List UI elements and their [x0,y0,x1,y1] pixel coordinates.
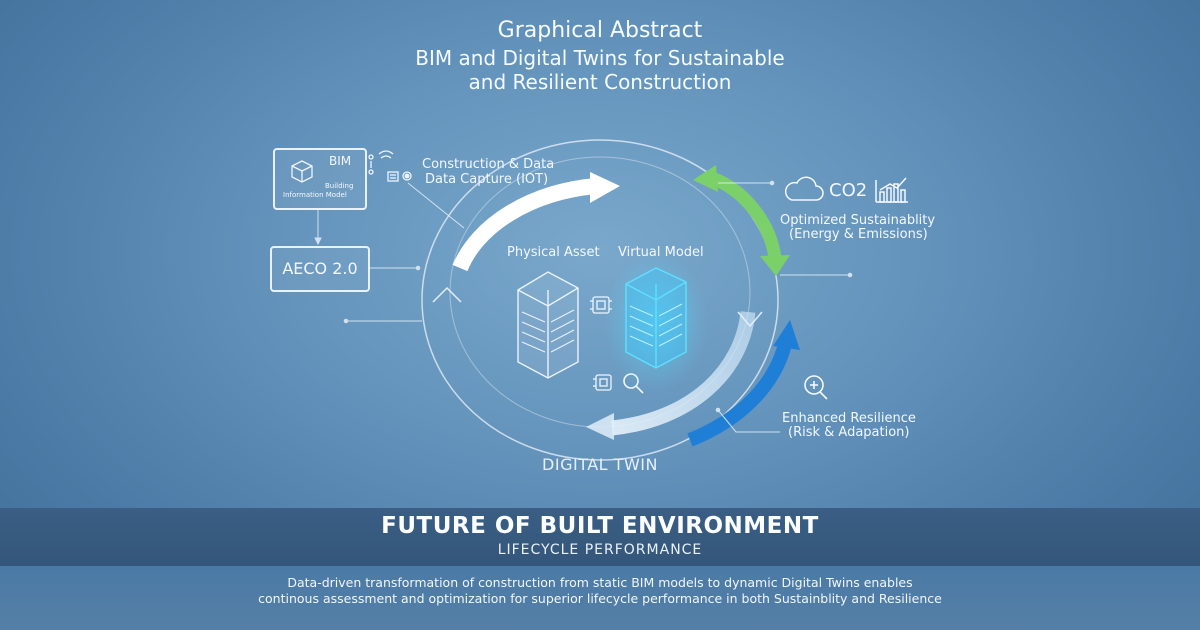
resilience-label-line1: Enhanced Resilience [782,411,916,426]
sustainability-connector-dot [769,180,775,186]
bim-subtitle-line1: Building [325,182,354,190]
abstract-subtitle-line2: and Resilient Construction [468,70,732,94]
ring-chevron-right [737,311,763,328]
blue-cycle-arrow [687,320,800,447]
cloud-icon [784,176,824,201]
ring-chevron-left [432,286,462,303]
co2-label: CO2 [829,180,868,201]
capture-label-line1: Construction & Data [422,157,555,172]
resilience-connector [717,409,780,433]
footer-caption-line1: Data-driven transformation of constructi… [287,575,913,590]
virtual-model-building-icon [625,267,687,369]
aeco-box: AECO 2.0 [270,246,370,292]
resilience-label-line2: (Risk & Adapation) [788,425,910,440]
sustainability-label-line1: Optimized Sustainablity [780,213,936,228]
bim-to-aeco-arrowhead [314,237,322,246]
physical-asset-building-icon [517,271,579,379]
resilience-connector-dot [715,407,721,413]
resilience-search-icon [804,375,828,400]
building-icon [291,160,313,183]
aeco-connector-dot [415,265,421,271]
left-ring-connector-dot [343,318,349,324]
physical-asset-label: Physical Asset [507,245,600,260]
capture-label-line2: Data Capture (IOT) [425,172,549,187]
bim-title: BIM [329,154,352,168]
abstract-title: Graphical Abstract [497,18,703,43]
footer-caption-band [0,566,1200,630]
footer-heading-band [0,508,1200,566]
white-cycle-arrow [452,172,620,272]
chip-icon-lower [593,374,612,391]
outer-cycle-ring [421,139,779,461]
virtual-model-label: Virtual Model [618,245,704,260]
capture-connector-line [407,182,465,229]
sustainability-label-line2: (Energy & Emissions) [789,227,928,242]
footer-caption-line2: continous assessment and optimization fo… [258,591,942,606]
bar-chart-icon [875,177,908,203]
bim-subtitle-line2: Information Model [283,191,347,199]
bim-box: BIM Building Information Model [273,148,367,210]
iot-icon [368,150,412,182]
abstract-subtitle-line1: BIM and Digital Twins for Sustainable [415,46,785,70]
footer-subheading: LIFECYCLE PERFORMANCE [497,542,703,558]
right-ring-connector-dot [847,272,853,278]
footer-heading: FUTURE OF BUILT ENVIRONMENT [381,513,819,539]
digital-twin-label: DIGITAL TWIN [542,455,658,474]
light-cycle-arrow [586,311,756,440]
green-cycle-arrow [693,165,790,276]
